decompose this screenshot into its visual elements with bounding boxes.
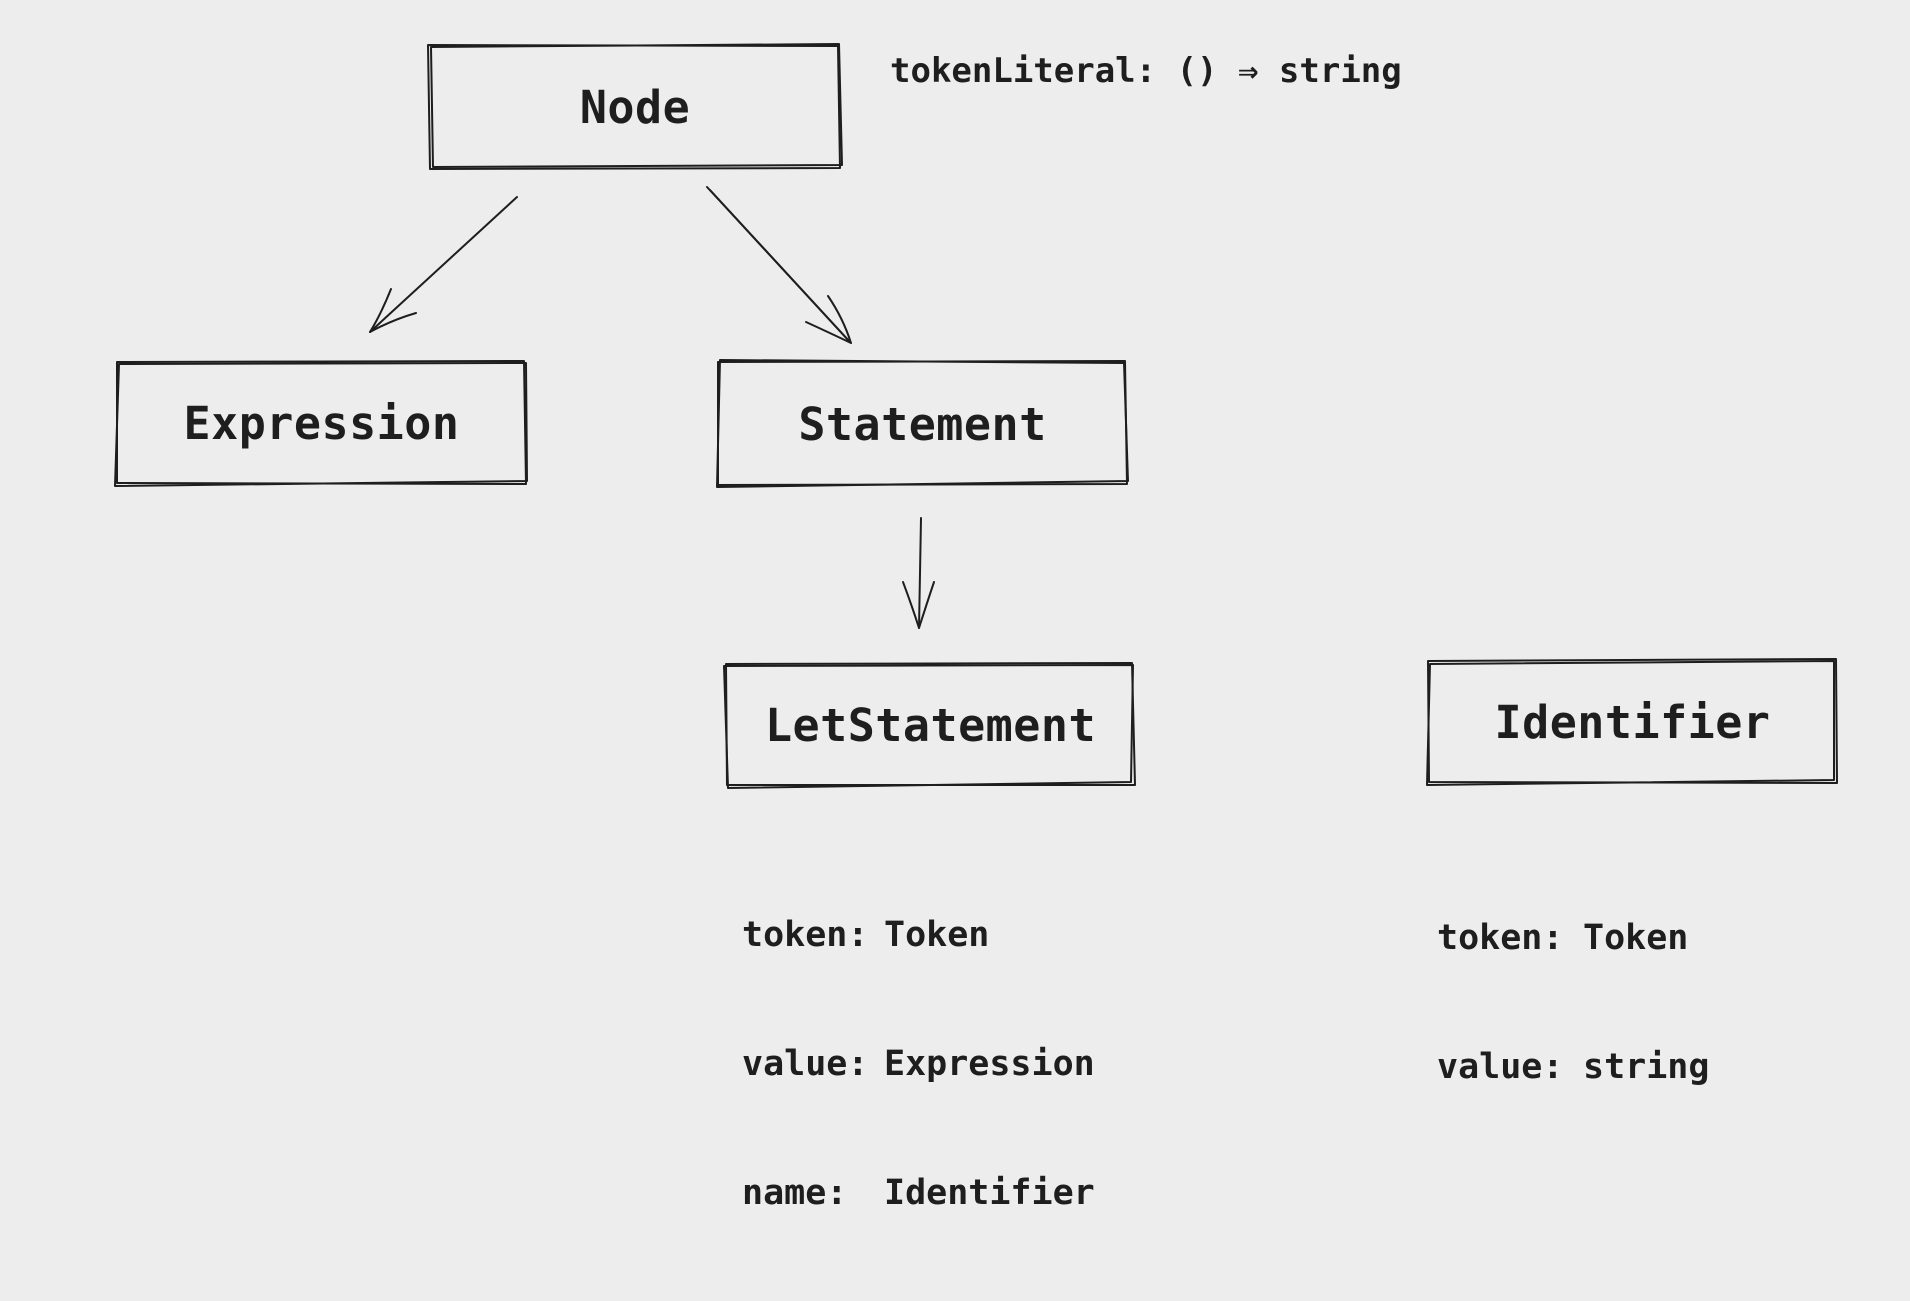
- field-type: Token: [884, 915, 990, 955]
- statement-label: Statement: [798, 397, 1047, 451]
- field-row: value: Expression: [742, 1043, 1095, 1086]
- let-statement-fields: token: Token value: Expression name: Identi…: [742, 828, 1095, 1301]
- field-key: token:: [742, 915, 869, 955]
- identifier-label: Identifier: [1494, 695, 1771, 749]
- field-row: token: Token: [742, 914, 1095, 957]
- field-row: name: Identifier: [742, 1172, 1095, 1215]
- node-method-annotation: tokenLiteral: () ⇒ string: [890, 51, 1402, 91]
- expression-label: Expression: [183, 396, 460, 450]
- arrow-node-to-expression: [369, 196, 518, 333]
- diagram-canvas: Node Expression Statement LetStatement I…: [114, 43, 1838, 1213]
- field-key: token:: [1437, 918, 1564, 958]
- field-type: string: [1583, 1047, 1710, 1087]
- expression-box: [114, 360, 528, 487]
- statement-box: [716, 359, 1129, 488]
- node-box: [427, 43, 843, 170]
- arrow-node-to-statement: [706, 186, 852, 344]
- field-type: Token: [1583, 918, 1689, 958]
- field-key: value:: [742, 1044, 869, 1084]
- arrow-statement-to-let-statement: [902, 517, 935, 629]
- field-key: name:: [742, 1173, 848, 1213]
- let-statement-label: LetStatement: [764, 698, 1097, 752]
- identifier-box: [1426, 658, 1838, 786]
- field-key: value:: [1437, 1047, 1564, 1087]
- node-label: Node: [579, 80, 691, 134]
- field-row: token: Token: [1437, 917, 1709, 960]
- diagram-strokes: [114, 43, 1838, 789]
- identifier-fields: token: Token value: string: [1437, 831, 1709, 1175]
- field-type: Identifier: [884, 1173, 1095, 1213]
- field-row: value: string: [1437, 1046, 1709, 1089]
- field-type: Expression: [884, 1044, 1095, 1084]
- let-statement-box: [723, 662, 1136, 789]
